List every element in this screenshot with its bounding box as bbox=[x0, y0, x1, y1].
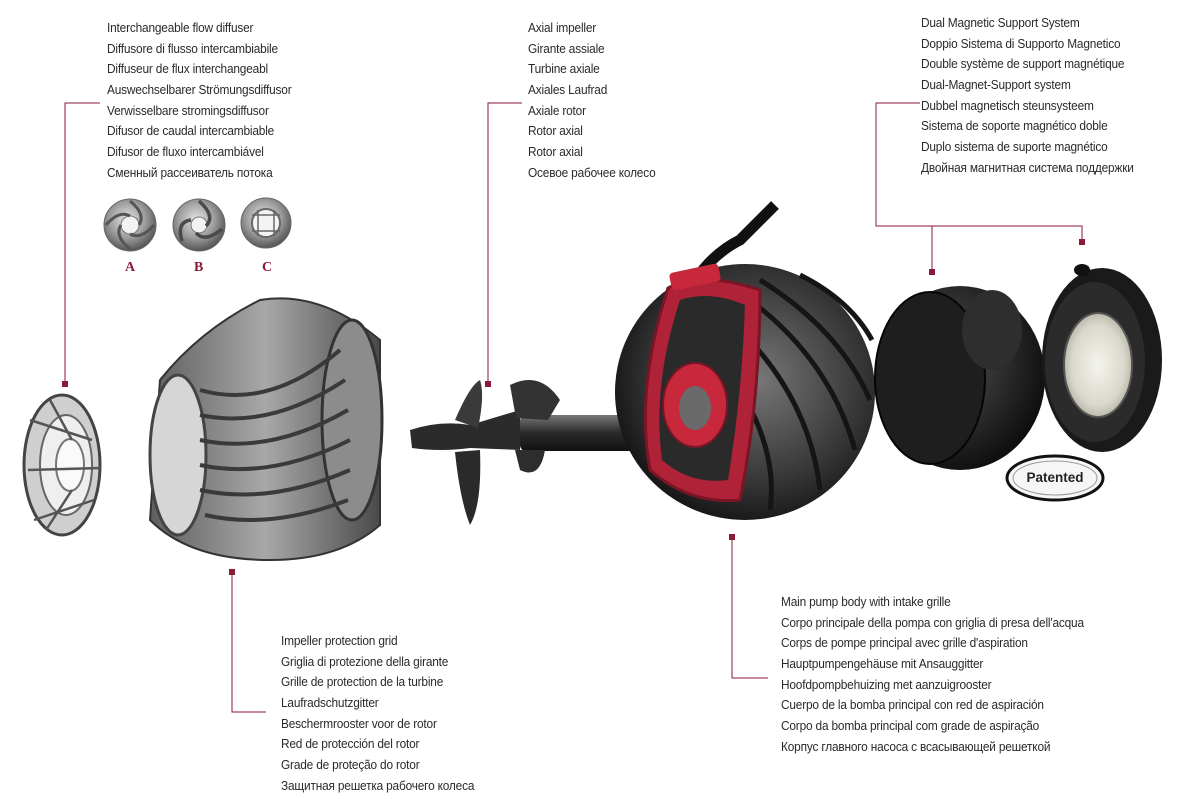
label-line: Защитная решетка рабочего колеса bbox=[281, 777, 475, 793]
label-line: Корпус главного насоса с всасывающей реш… bbox=[781, 738, 1051, 754]
label-line: Сменный рассеиватель потока bbox=[107, 164, 273, 180]
label-line: Duplo sistema de suporte magnético bbox=[921, 139, 1108, 155]
magnetic-support-suction-cup bbox=[874, 286, 1045, 470]
label-axial-impeller: Axial impeller Girante assiale Turbine a… bbox=[528, 18, 656, 184]
label-line: Girante assiale bbox=[528, 40, 605, 56]
label-line: Corps de pompe principal avec grille d'a… bbox=[781, 635, 1028, 651]
flow-diffuser-ring bbox=[22, 393, 102, 537]
magnetic-support-magnet-holder bbox=[1042, 264, 1162, 452]
label-line: Dual Magnetic Support System bbox=[921, 15, 1080, 30]
label-line: Двойная магнитная система поддержки bbox=[921, 159, 1134, 175]
label-line: Grille de protection de la turbine bbox=[281, 674, 444, 690]
label-line: Double système de support magnétique bbox=[921, 56, 1125, 72]
label-line: Beschermrooster voor de rotor bbox=[281, 715, 437, 731]
axial-impeller bbox=[410, 380, 648, 525]
label-line: Dual-Magnet-Support system bbox=[921, 77, 1071, 93]
diffuser-variant-a-label: A bbox=[125, 260, 136, 275]
leader-dots bbox=[62, 239, 1085, 575]
label-line: Laufradschutzgitter bbox=[281, 695, 379, 711]
leader-line-magnetic-support bbox=[875, 102, 933, 272]
label-line: Impeller protection grid bbox=[281, 633, 398, 648]
label-line: Corpo principale della pompa con griglia… bbox=[781, 614, 1084, 630]
label-line: Grade de proteção do rotor bbox=[281, 757, 420, 773]
diffuser-variant-b-disc bbox=[172, 198, 226, 252]
diffuser-variant-b-label: B bbox=[194, 260, 204, 275]
label-line: Diffusore di flusso intercambiabile bbox=[107, 40, 278, 56]
label-line: Diffuseur de flux interchangeabl bbox=[107, 61, 268, 77]
leader-line-magnetic-support-2 bbox=[932, 225, 1083, 242]
label-line: Turbine axiale bbox=[528, 61, 600, 77]
leader-line-diffuser bbox=[64, 102, 100, 384]
label-line: Hoofdpompbehuizing met aanzuigrooster bbox=[781, 676, 992, 692]
diffuser-variant-a-disc bbox=[103, 198, 157, 252]
patented-badge-outline bbox=[1005, 454, 1105, 502]
label-line: Cuerpo de la bomba principal con red de … bbox=[781, 697, 1044, 713]
label-line: Main pump body with intake grille bbox=[781, 594, 951, 609]
diffuser-variant-c-label: C bbox=[262, 260, 273, 275]
label-line: Осевое рабочее колесо bbox=[528, 164, 656, 180]
label-line: Red de protección del rotor bbox=[281, 736, 420, 752]
label-line: Griglia di protezione della girante bbox=[281, 653, 449, 669]
label-line: Sistema de soporte magnético doble bbox=[921, 118, 1108, 134]
leader-lines bbox=[64, 102, 1083, 713]
label-line: Corpo da bomba principal com grade de as… bbox=[781, 718, 1040, 734]
label-line: Rotor axial bbox=[528, 144, 583, 160]
leader-line-pump-body bbox=[731, 537, 768, 679]
label-pump-body: Main pump body with intake grille Corpo … bbox=[781, 592, 1084, 758]
label-line: Interchangeable flow diffuser bbox=[107, 20, 254, 35]
label-protection-grid: Impeller protection grid Griglia di prot… bbox=[281, 631, 474, 797]
label-line: Verwisselbare stromingsdiffusor bbox=[107, 102, 269, 118]
main-pump-body bbox=[615, 201, 875, 520]
label-line: Axiales Laufrad bbox=[528, 82, 608, 98]
impeller-protection-grid-cone bbox=[148, 297, 384, 562]
label-line: Axial impeller bbox=[528, 20, 597, 35]
label-line: Difusor de fluxo intercambiável bbox=[107, 144, 264, 160]
leader-line-impeller bbox=[487, 102, 522, 384]
label-magnetic-support: Dual Magnetic Support System Doppio Sist… bbox=[921, 13, 1134, 179]
label-line: Rotor axial bbox=[528, 123, 583, 139]
leader-line-protection-grid bbox=[231, 572, 266, 713]
diffuser-variant-c-disc bbox=[240, 197, 292, 249]
patented-badge: Patented bbox=[1026, 470, 1084, 485]
label-line: Hauptpumpengehäuse mit Ansauggitter bbox=[781, 656, 984, 672]
label-line: Auswechselbarer Strömungsdiffusor bbox=[107, 82, 292, 98]
label-line: Difusor de caudal intercambiable bbox=[107, 123, 275, 139]
label-flow-diffuser: Interchangeable flow diffuser Diffusore … bbox=[107, 18, 292, 184]
label-line: Dubbel magnetisch steunsysteem bbox=[921, 97, 1094, 113]
label-line: Doppio Sistema di Supporto Magnetico bbox=[921, 35, 1121, 51]
label-line: Axiale rotor bbox=[528, 102, 586, 118]
